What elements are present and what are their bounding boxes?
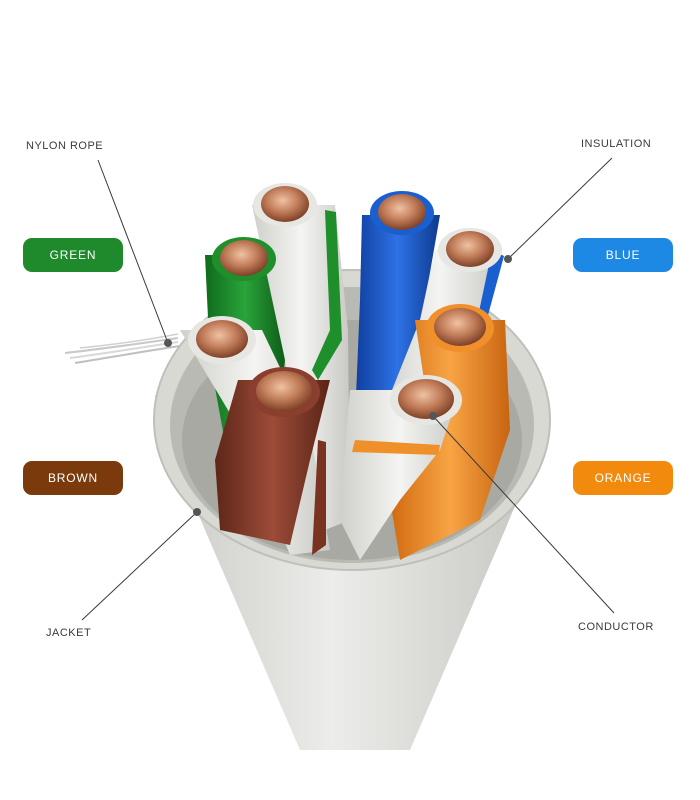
- green-badge: GREEN: [23, 238, 123, 272]
- blue-badge: BLUE: [573, 238, 673, 272]
- leader-dots: [164, 255, 512, 516]
- nylon-rope-label: NYLON ROPE: [26, 140, 104, 152]
- orange-wire: [390, 320, 510, 560]
- conductor-label: CONDUCTOR: [578, 621, 654, 633]
- orange-badge: ORANGE: [573, 461, 673, 495]
- white-orange-wire: [340, 390, 460, 560]
- brown-wire: [215, 380, 330, 545]
- brown-badge: BROWN: [23, 461, 123, 495]
- conductor-caps: [188, 183, 502, 425]
- nylon-rope: [64, 333, 181, 364]
- blue-wire: [355, 215, 440, 420]
- jacket-label: JACKET: [46, 627, 92, 639]
- insulation-label: INSULATION: [581, 138, 652, 150]
- leader-lines: [81, 157, 615, 621]
